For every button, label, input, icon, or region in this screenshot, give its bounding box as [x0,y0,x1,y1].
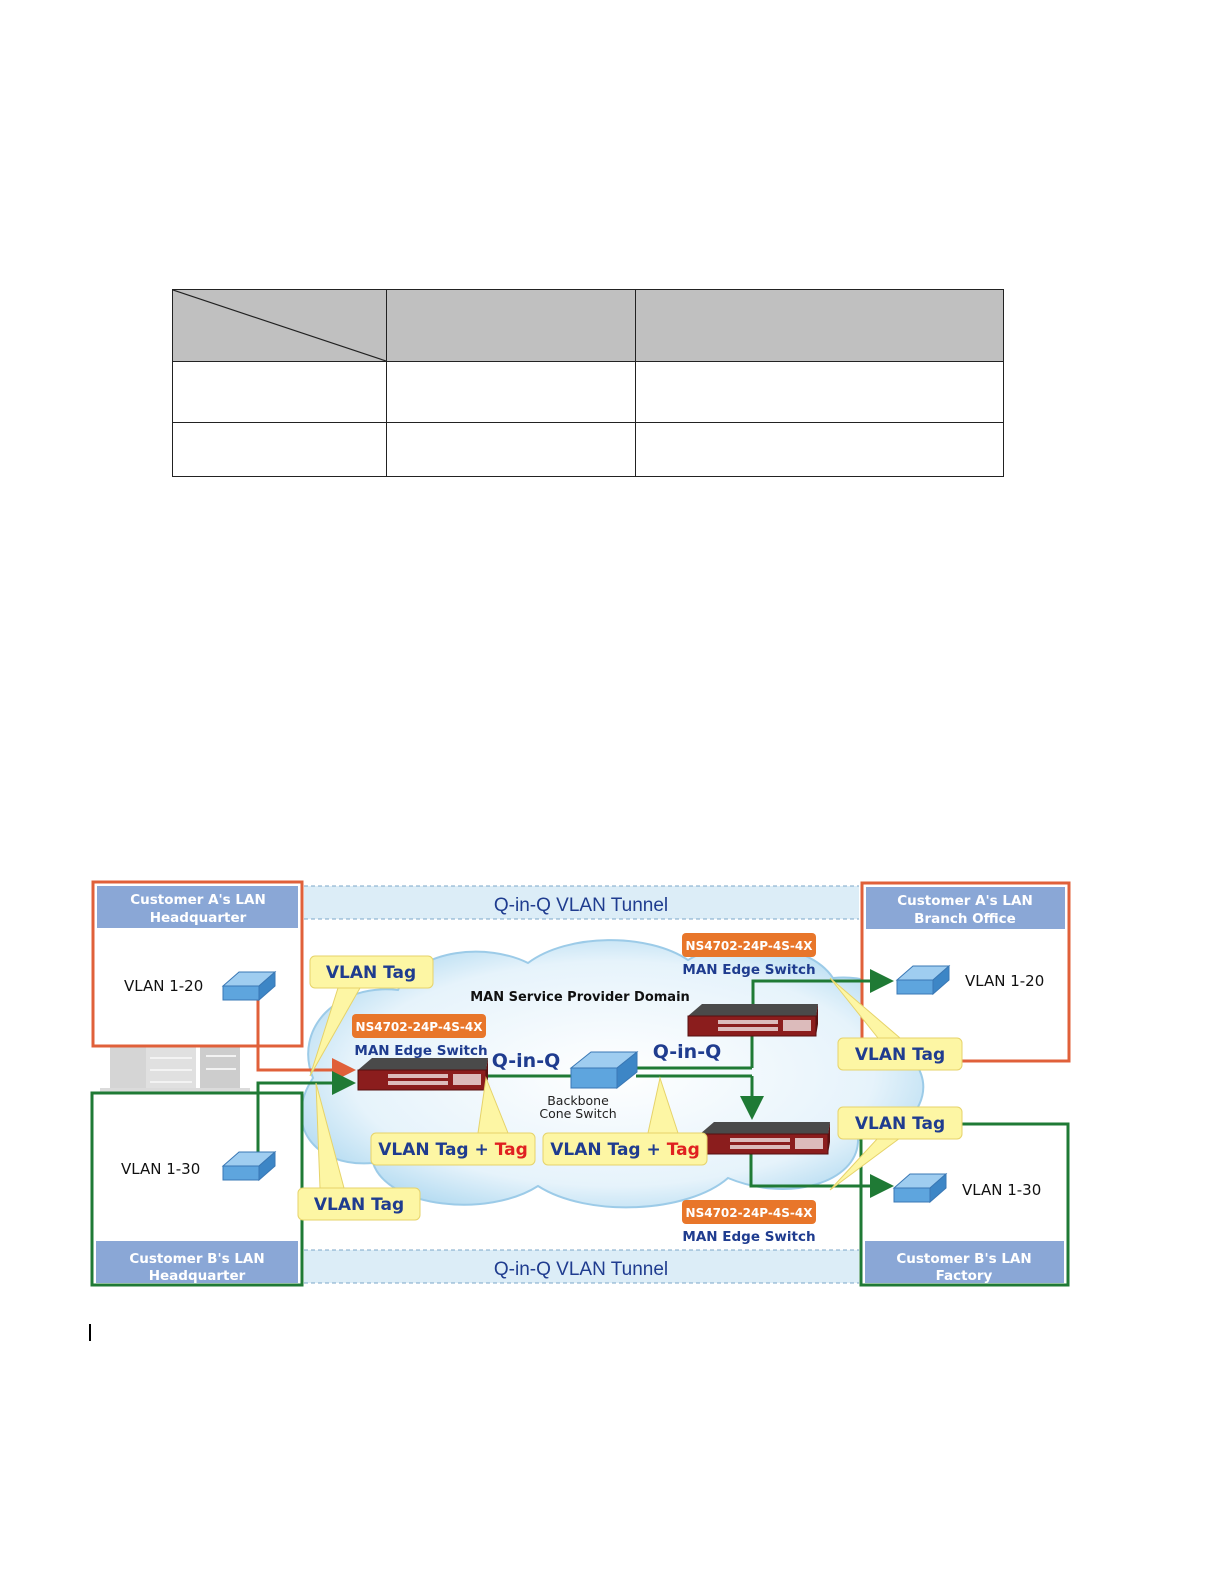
customer-a-branch-subtitle: Branch Office [914,911,1016,927]
customer-b-hq-subtitle: Headquarter [149,1268,246,1284]
customer-a-hq-box: Customer A's LAN Headquarter VLAN 1-20 [91,880,304,1048]
callout-vlan-tag-top-left: VLAN Tag [309,955,434,1077]
customer-a-hq-title: Customer A's LAN [130,892,266,908]
customer-a-branch-box: Customer A's LAN Branch Office VLAN 1-20 [860,881,1071,1063]
table-row [172,422,1004,477]
customer-a-flow [256,969,894,1082]
edge-switch-left-icon [357,1058,488,1091]
domain-label: MAN Service Provider Domain [470,990,690,1005]
callout-text: VLAN Tag + Tag [550,1140,699,1160]
table-cell [386,422,636,477]
table-header-row [172,289,1004,362]
customer-b-hq-vlan: VLAN 1-30 [121,1160,200,1178]
switch-icon [221,1150,277,1182]
tunnel-top-label: Q-in-Q VLAN Tunnel [494,895,668,916]
callout-vlan-tag-bottom-left: VLAN Tag [297,1082,421,1221]
diagram-canvas: Q-in-Q VLAN Tunnel Q-in-Q VLAN Tunnel MA… [90,880,1071,1287]
customer-b-factory-box: Customer B's LAN Factory VLAN 1-30 [859,1122,1070,1287]
callout-text: VLAN Tag [855,1045,945,1065]
page-margin-bar [89,1324,91,1341]
customer-b-factory-title: Customer B's LAN [896,1251,1031,1267]
callout-text: VLAN Tag + Tag [378,1140,527,1160]
customer-a-branch-vlan: VLAN 1-20 [965,972,1044,990]
backbone-label: Backbone [547,1093,609,1108]
customer-a-hq-subtitle: Headquarter [150,910,247,926]
table-cell [172,422,387,477]
table-header-cell [386,289,636,362]
table-row [172,361,1004,423]
qinq-right-label: Q-in-Q [653,1041,721,1063]
edge-left-label: NS4702-24P-4S-4X MAN Edge Switch [352,1014,488,1059]
edge-switch-bottom-right-icon [699,1122,830,1155]
edge-left-model: NS4702-24P-4S-4X [356,1020,484,1034]
callout-vlan-tag-top-right: VLAN Tag [829,977,963,1071]
customer-b-factory-subtitle: Factory [936,1268,993,1284]
edge-top-right-role: MAN Edge Switch [682,962,815,978]
customer-a-branch-title: Customer A's LAN [897,893,1033,909]
callout-text: VLAN Tag [326,963,416,983]
backbone-sublabel: Cone Switch [539,1106,616,1121]
edge-bottom-right-label: NS4702-24P-4S-4X MAN Edge Switch [682,1200,816,1245]
switch-icon [895,964,951,996]
diagonal-line [173,290,386,361]
table-cell [635,422,1004,477]
tunnel-bottom-label: Q-in-Q VLAN Tunnel [494,1259,668,1280]
backbone-switch-icon [569,1050,639,1090]
table-cell [635,361,1004,423]
customer-b-hq-title: Customer B's LAN [129,1251,264,1267]
callout-tag-plus-right: VLAN Tag + Tag [542,1076,708,1166]
switch-icon [221,970,277,1002]
edge-left-role: MAN Edge Switch [354,1043,487,1059]
empty-table [172,289,1004,477]
callout-vlan-tag-bottom-right: VLAN Tag [829,1106,963,1191]
callout-tag-plus-left: VLAN Tag + Tag [370,1076,536,1166]
customer-b-flow [256,1009,894,1198]
callout-text: VLAN Tag [314,1195,404,1215]
customer-b-hq-box: Customer B's LAN Headquarter VLAN 1-30 [90,1091,304,1287]
tunnel-top-band: Q-in-Q VLAN Tunnel [304,885,859,920]
callout-text: VLAN Tag [855,1114,945,1134]
edge-top-right-model: NS4702-24P-4S-4X [686,939,814,953]
qinq-left-label: Q-in-Q [492,1050,560,1072]
switch-icon [892,1172,948,1204]
customer-b-factory-vlan: VLAN 1-30 [962,1181,1041,1199]
edge-top-right-label: NS4702-24P-4S-4X MAN Edge Switch [682,933,816,978]
edge-bottom-right-model: NS4702-24P-4S-4X [686,1206,814,1220]
qinq-network-diagram: Q-in-Q VLAN Tunnel Q-in-Q VLAN Tunnel MA… [88,878,1074,1290]
edge-bottom-right-role: MAN Edge Switch [682,1229,815,1245]
table-cell [386,361,636,423]
table-cell [172,361,387,423]
tunnel-bottom-band: Q-in-Q VLAN Tunnel [304,1249,859,1284]
table-corner-cell [172,289,387,362]
table-header-cell [635,289,1004,362]
customer-a-hq-vlan: VLAN 1-20 [124,977,203,995]
edge-switch-top-right-icon [687,1004,818,1037]
